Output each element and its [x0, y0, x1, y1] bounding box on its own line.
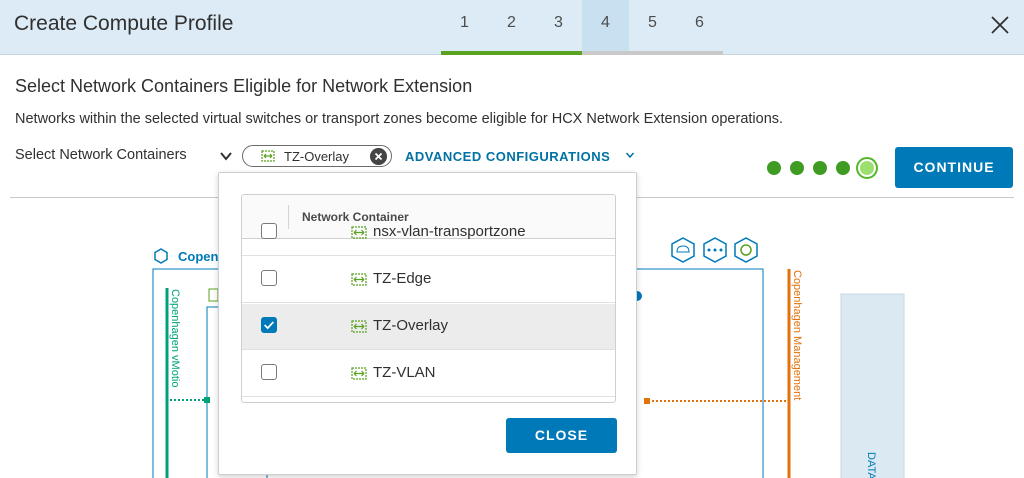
chevron-down-icon[interactable] — [219, 150, 233, 162]
row-checkbox[interactable] — [261, 364, 277, 380]
site-label: Copen — [178, 249, 219, 264]
site-hexagon-icon — [154, 248, 168, 264]
step-2[interactable]: 2 — [488, 0, 535, 55]
vmotion-network-label: Copenhagen vMotio — [169, 289, 181, 387]
close-button[interactable]: CLOSE — [506, 418, 617, 453]
table-row[interactable]: TZ-Edge — [242, 257, 615, 303]
check-icon — [264, 321, 275, 330]
step-indicator: 1 2 3 4 5 6 — [441, 0, 723, 55]
selected-container-chip[interactable]: TZ-Overlay — [242, 145, 392, 167]
close-icon[interactable] — [988, 13, 1012, 37]
management-network-label: Copenhagen Management — [791, 270, 803, 400]
continue-button[interactable]: CONTINUE — [895, 147, 1013, 188]
network-container-icon — [261, 150, 275, 162]
grid-header: Network Container — [242, 195, 615, 239]
column-header-network-container[interactable]: Network Container — [302, 210, 409, 224]
network-container-dropdown: Network Container nsx-vlan-transportzone… — [218, 172, 637, 475]
step-5[interactable]: 5 — [629, 0, 676, 55]
step-4[interactable]: 4 — [582, 0, 629, 55]
progress-dot-current — [856, 157, 878, 179]
section-description: Networks within the selected virtual swi… — [15, 111, 784, 127]
step-1[interactable]: 1 — [441, 0, 488, 55]
network-container-icon — [351, 226, 367, 239]
row-label: TZ-Edge — [373, 270, 432, 287]
remove-chip-icon[interactable] — [370, 148, 387, 165]
wizard-header: Create Compute Profile 1 2 3 4 5 6 — [0, 0, 1024, 55]
progress-dot — [813, 161, 827, 175]
data-network-label: DATA — [865, 452, 877, 478]
table-row[interactable]: TZ-Overlay — [242, 304, 615, 350]
step-3[interactable]: 3 — [535, 0, 582, 55]
progress-dot — [790, 161, 804, 175]
progress-dot — [836, 161, 850, 175]
advanced-configurations-link[interactable]: ADVANCED CONFIGURATIONS — [405, 149, 611, 164]
chevron-down-icon[interactable] — [625, 151, 635, 159]
network-container-icon — [351, 320, 367, 333]
row-label: TZ-VLAN — [373, 364, 436, 381]
row-checkbox[interactable] — [261, 270, 277, 286]
row-checkbox[interactable] — [261, 317, 277, 333]
select-network-containers-label: Select Network Containers — [15, 147, 187, 163]
page-title: Create Compute Profile — [14, 12, 234, 35]
row-checkbox[interactable] — [261, 223, 277, 239]
row-label: nsx-vlan-transportzone — [373, 223, 526, 240]
progress-dot — [767, 161, 781, 175]
network-container-icon — [351, 367, 367, 380]
row-label: TZ-Overlay — [373, 317, 448, 334]
network-container-icon — [351, 273, 367, 286]
step-6[interactable]: 6 — [676, 0, 723, 55]
service-icons — [671, 237, 758, 263]
network-container-grid: Network Container nsx-vlan-transportzone… — [241, 194, 616, 403]
table-row[interactable]: TZ-VLAN — [242, 351, 615, 397]
section-heading: Select Network Containers Eligible for N… — [15, 76, 473, 96]
chip-label: TZ-Overlay — [284, 149, 349, 164]
table-row[interactable]: nsx-vlan-transportzone — [242, 210, 615, 256]
